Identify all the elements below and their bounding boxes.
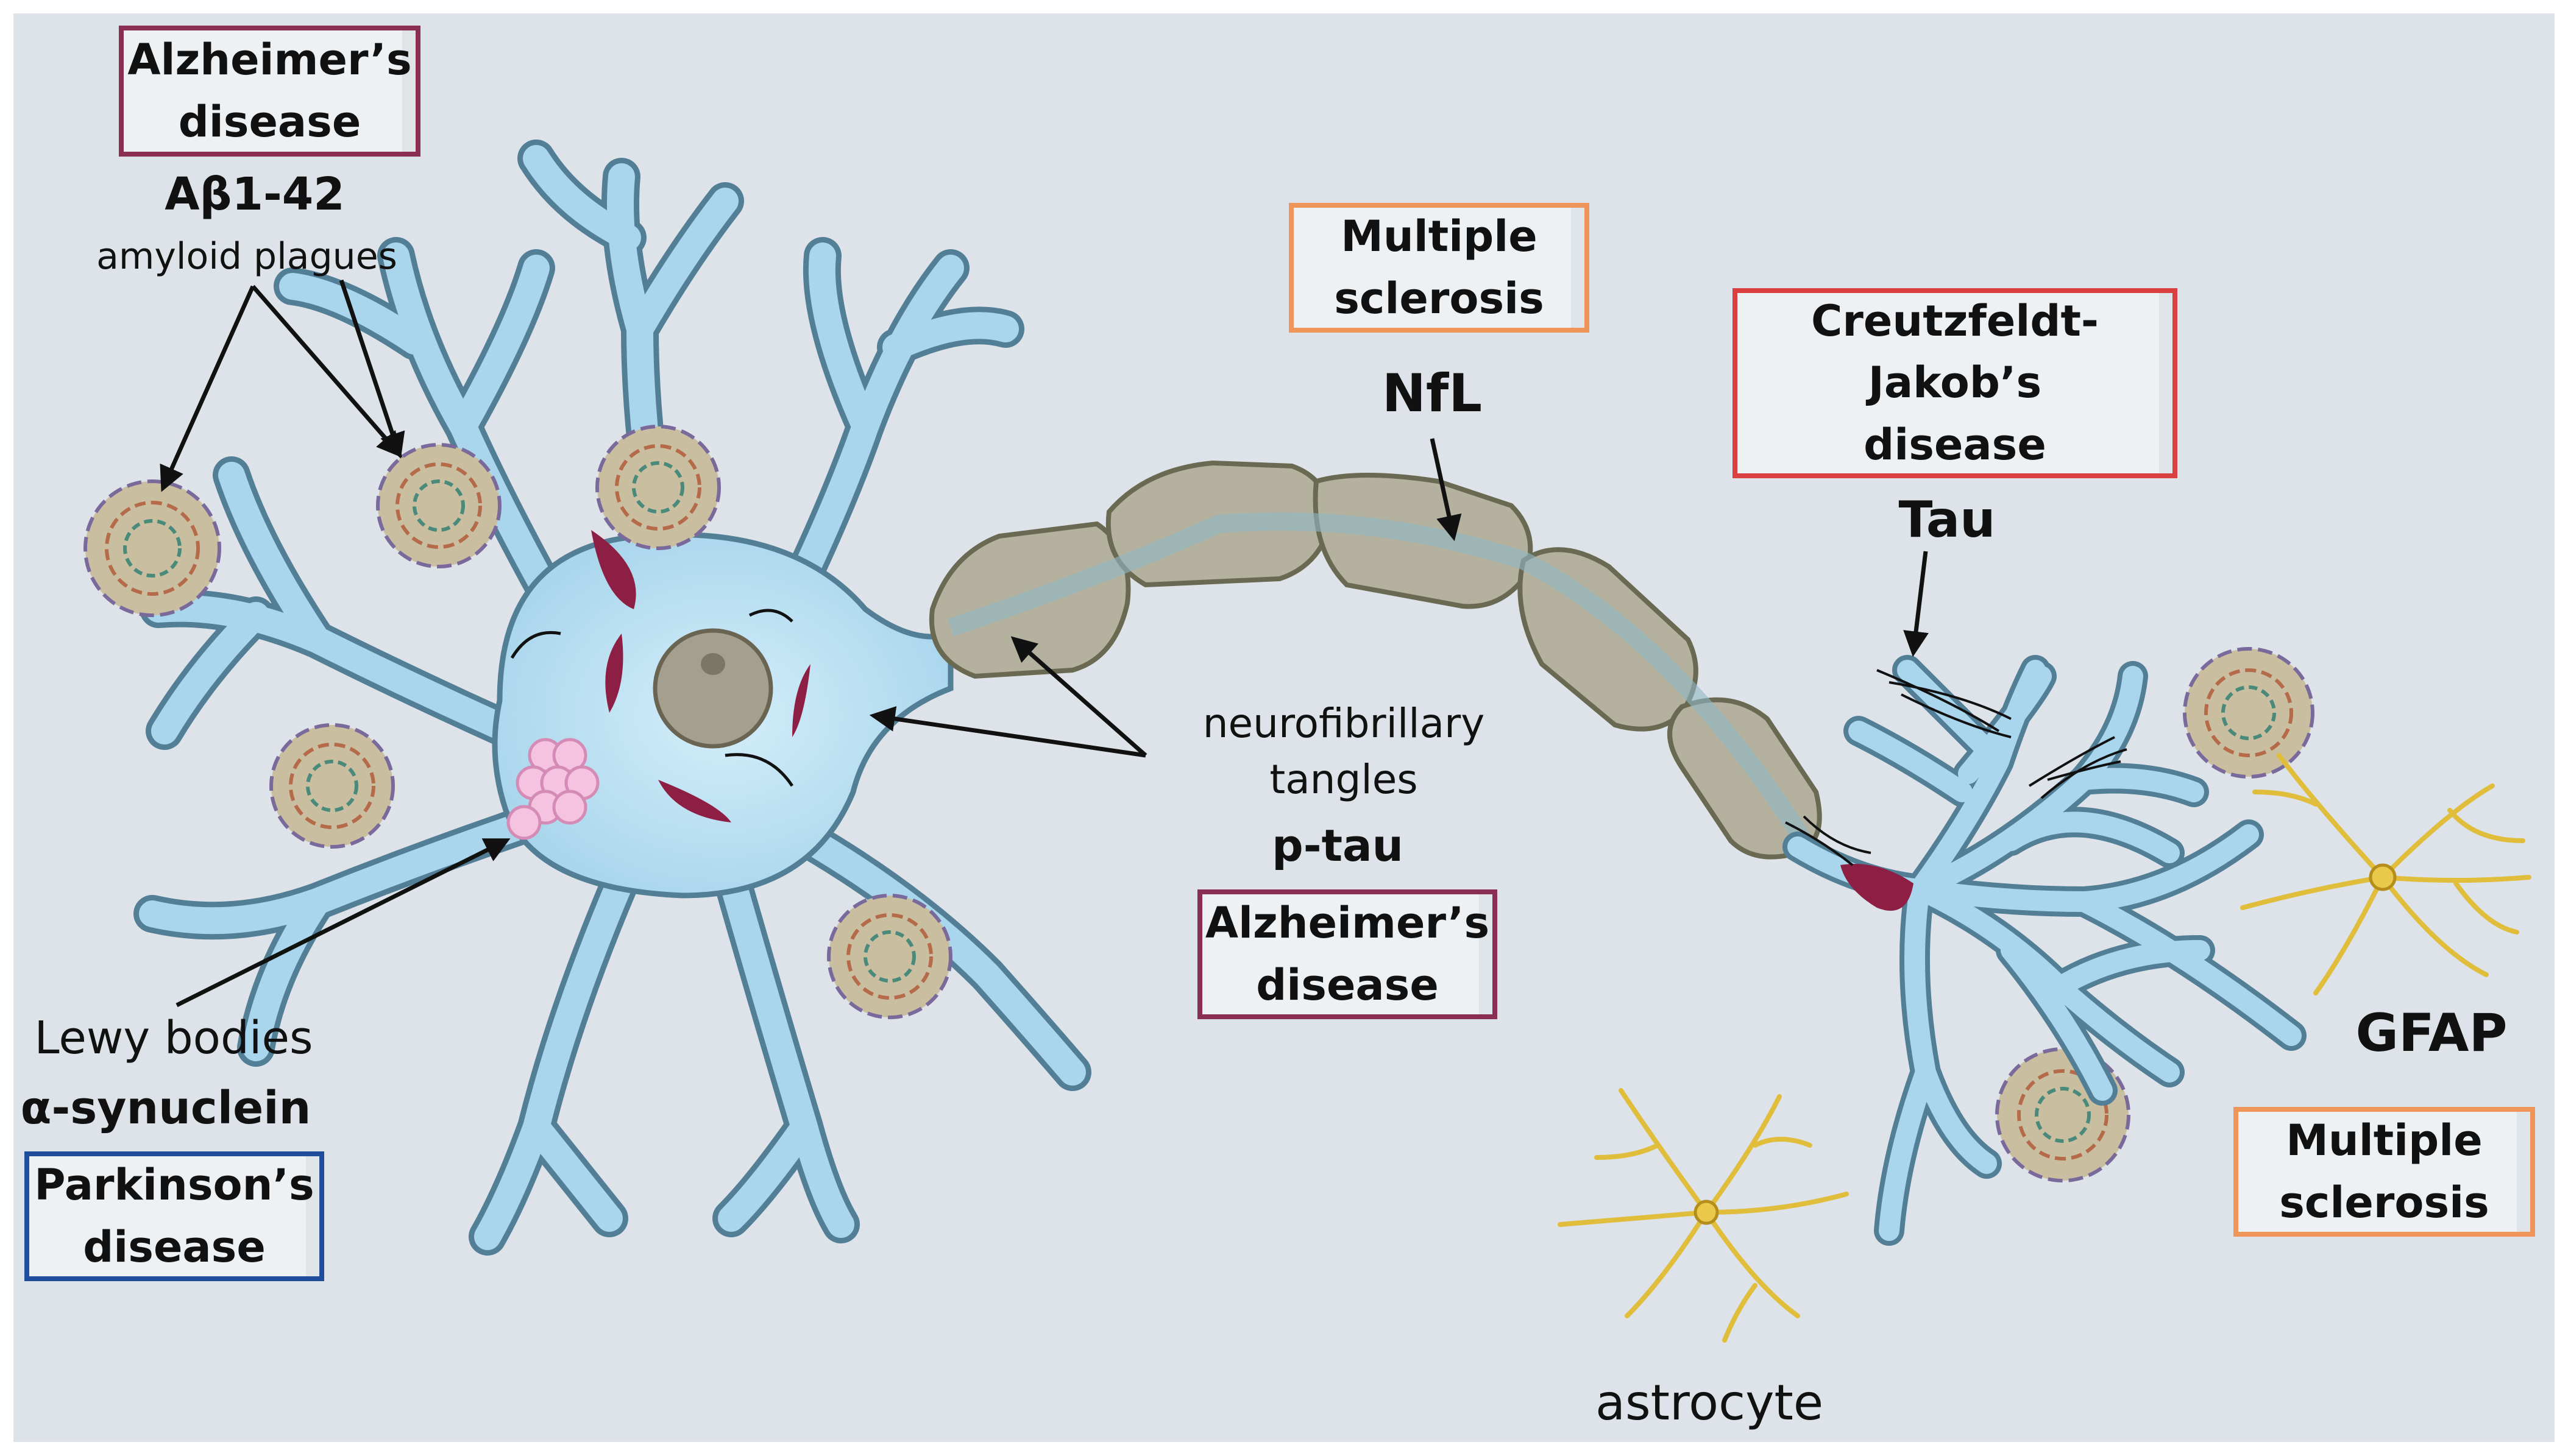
box-alzheimers-top: Alzheimer’s disease [119, 26, 420, 157]
astrocyte-left-body [1693, 1200, 1719, 1225]
arrow-amyloid-left [160, 285, 255, 492]
terminal-tangle [1840, 864, 1913, 911]
box-ms-top-line2: sclerosis [1334, 273, 1544, 323]
arrow-tangle-axon [1010, 636, 1147, 757]
box-ms-top: Multiple sclerosis [1289, 203, 1589, 333]
box-parkinsons: Parkinson’s disease [24, 1151, 324, 1281]
label-tangles: tangles [1269, 756, 1418, 803]
box-alzheimers-mid: Alzheimer’s disease [1197, 889, 1497, 1019]
amyloid-plaques [83, 425, 2314, 1182]
box-cjd-line1: Creutzfeldt- [1811, 295, 2099, 346]
arrow-amyloid-right2 [339, 279, 405, 459]
label-tau: Tau [1898, 491, 1996, 549]
arrow-nfl [1430, 438, 1462, 542]
box-cjd-line3: disease [1864, 419, 2046, 470]
box-ms-right: Multiple sclerosis [2233, 1107, 2535, 1237]
annotation-arrows [160, 279, 1929, 1008]
box-ms-right-line2: sclerosis [2279, 1177, 2489, 1228]
arrow-tau [1903, 551, 1929, 657]
axon-core [948, 512, 1812, 846]
box-ms-right-line1: Multiple [2286, 1115, 2483, 1165]
arrow-tangle-soma [869, 706, 1146, 758]
box-alzheimers-top-line2: disease [178, 96, 361, 147]
astrocyte-left [1558, 1088, 1849, 1343]
box-cjd: Creutzfeldt- Jakob’s disease [1732, 288, 2177, 478]
astrocyte-right [2240, 753, 2531, 995]
box-cjd-line2: Jakob’s [1868, 358, 2042, 408]
lewy-bodies [506, 738, 600, 840]
label-lewy-bodies: Lewy bodies [34, 1012, 313, 1064]
label-alpha-synuclein: α-synuclein [20, 1082, 311, 1134]
box-parkinsons-line2: disease [83, 1221, 266, 1272]
astrocyte-right-body [2369, 863, 2397, 891]
label-ptau: p-tau [1272, 820, 1403, 871]
label-abeta: Aβ1-42 [165, 168, 345, 221]
tau-filaments [1785, 669, 2127, 866]
nucleus [653, 628, 773, 749]
box-alzheimers-mid-line1: Alzheimer’s [1205, 898, 1490, 948]
label-neurofibrillary: neurofibrillary [1202, 700, 1485, 747]
arrow-amyloid-right [251, 284, 403, 458]
label-amyloid-plaques: amyloid plagues [96, 235, 397, 278]
box-alzheimers-mid-line2: disease [1256, 959, 1439, 1010]
tangle-filaments [510, 609, 794, 787]
label-astrocyte: astrocyte [1595, 1374, 1824, 1431]
box-parkinsons-line1: Parkinson’s [34, 1160, 314, 1210]
label-nfl: NfL [1381, 363, 1483, 424]
box-ms-top-line1: Multiple [1341, 211, 1537, 261]
axon-terminals-fill [1787, 660, 2302, 1241]
box-alzheimers-top-line1: Alzheimer’s [127, 35, 412, 85]
nucleolus [701, 653, 725, 675]
arrow-lewy [176, 838, 511, 1008]
label-gfap: GFAP [2355, 1003, 2508, 1064]
